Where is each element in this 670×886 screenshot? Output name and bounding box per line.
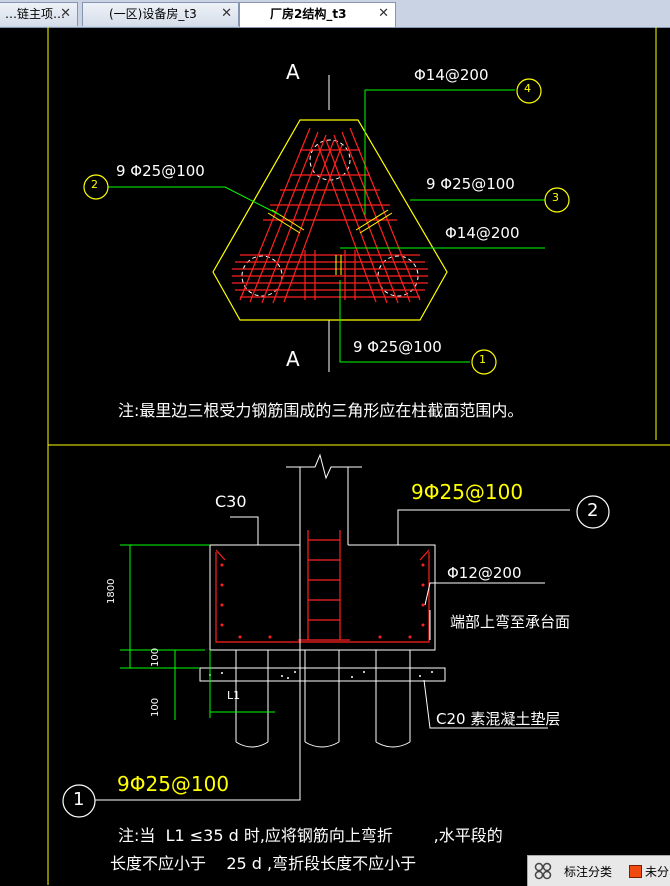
cushion-label: C20 素混凝土垫层 [436,710,561,728]
close-icon[interactable]: ✕ [60,6,71,21]
bottom-note-line1: 注:当 L1 ≤35 d 时,应将钢筋向上弯折 ,水平段的 [118,826,503,845]
marker-2-bottom: 2 [587,500,599,521]
rebar-main-label-bottom: 9Φ25@100 [117,772,230,796]
marker-1-bottom: 1 [73,789,85,810]
tab-bar: …链主项… ✕ (一区)设备房_t3 ✕ 厂房2结构_t3 ✕ [0,0,670,28]
rebar-label-14: Φ14@200 [445,224,520,242]
section-label-top: A [286,60,300,84]
unclassified-color-swatch[interactable] [629,865,642,878]
tab-project[interactable]: …链主项… ✕ [0,2,78,26]
tab-label: 厂房2结构_t3 [270,7,347,21]
status-bar: 标注分类 未分 [527,855,670,886]
rebar-label-3: 9 Φ25@100 [426,175,515,193]
close-icon[interactable]: ✕ [378,6,389,21]
dim-1800: 1800 [106,578,117,604]
marker-4: 4 [524,82,531,95]
dim-100-bottom: 100 [150,697,161,717]
drawing-frame [47,27,670,885]
grid-icon[interactable] [533,861,553,881]
rebar-label-1: 9 Φ25@100 [353,338,442,356]
annotation-category-button[interactable]: 标注分类 [564,865,613,879]
pile-cap-plan [83,75,570,375]
cad-drawing [47,27,670,885]
dim-100-top: 100 [150,647,161,667]
rebar-label-2: 9 Φ25@100 [116,162,205,180]
marker-2: 2 [91,178,98,191]
dim-l1: L1 [227,689,241,702]
section-label-bottom: A [286,347,300,371]
rebar-main-label: 9Φ25@100 [411,480,524,504]
pile-cap-section [62,453,610,818]
marker-1: 1 [479,353,486,366]
close-icon[interactable]: ✕ [221,6,232,21]
tab-label: …链主项… [5,7,66,21]
cad-drawing-canvas[interactable]: A A Φ14@200 9 Φ25@100 9 Φ25@100 Φ14@200 … [0,27,670,885]
rebar-label-4: Φ14@200 [414,66,489,84]
unclassified-label[interactable]: 未分 [645,865,670,879]
tab-factory-structure[interactable]: 厂房2结构_t3 ✕ [239,2,396,27]
stirrup-label: Φ12@200 [447,564,522,582]
concrete-label: C30 [215,492,247,511]
bottom-note-line2: 长度不应小于 25 d ,弯折段长度不应小于 [110,854,417,873]
tab-equipment-room[interactable]: (一区)设备房_t3 ✕ [82,2,239,26]
tab-label: (一区)设备房_t3 [109,7,197,21]
end-note: 端部上弯至承台面 [450,613,571,631]
marker-3: 3 [552,191,559,204]
top-note: 注:最里边三根受力钢筋围成的三角形应在柱截面范围内。 [118,401,524,420]
